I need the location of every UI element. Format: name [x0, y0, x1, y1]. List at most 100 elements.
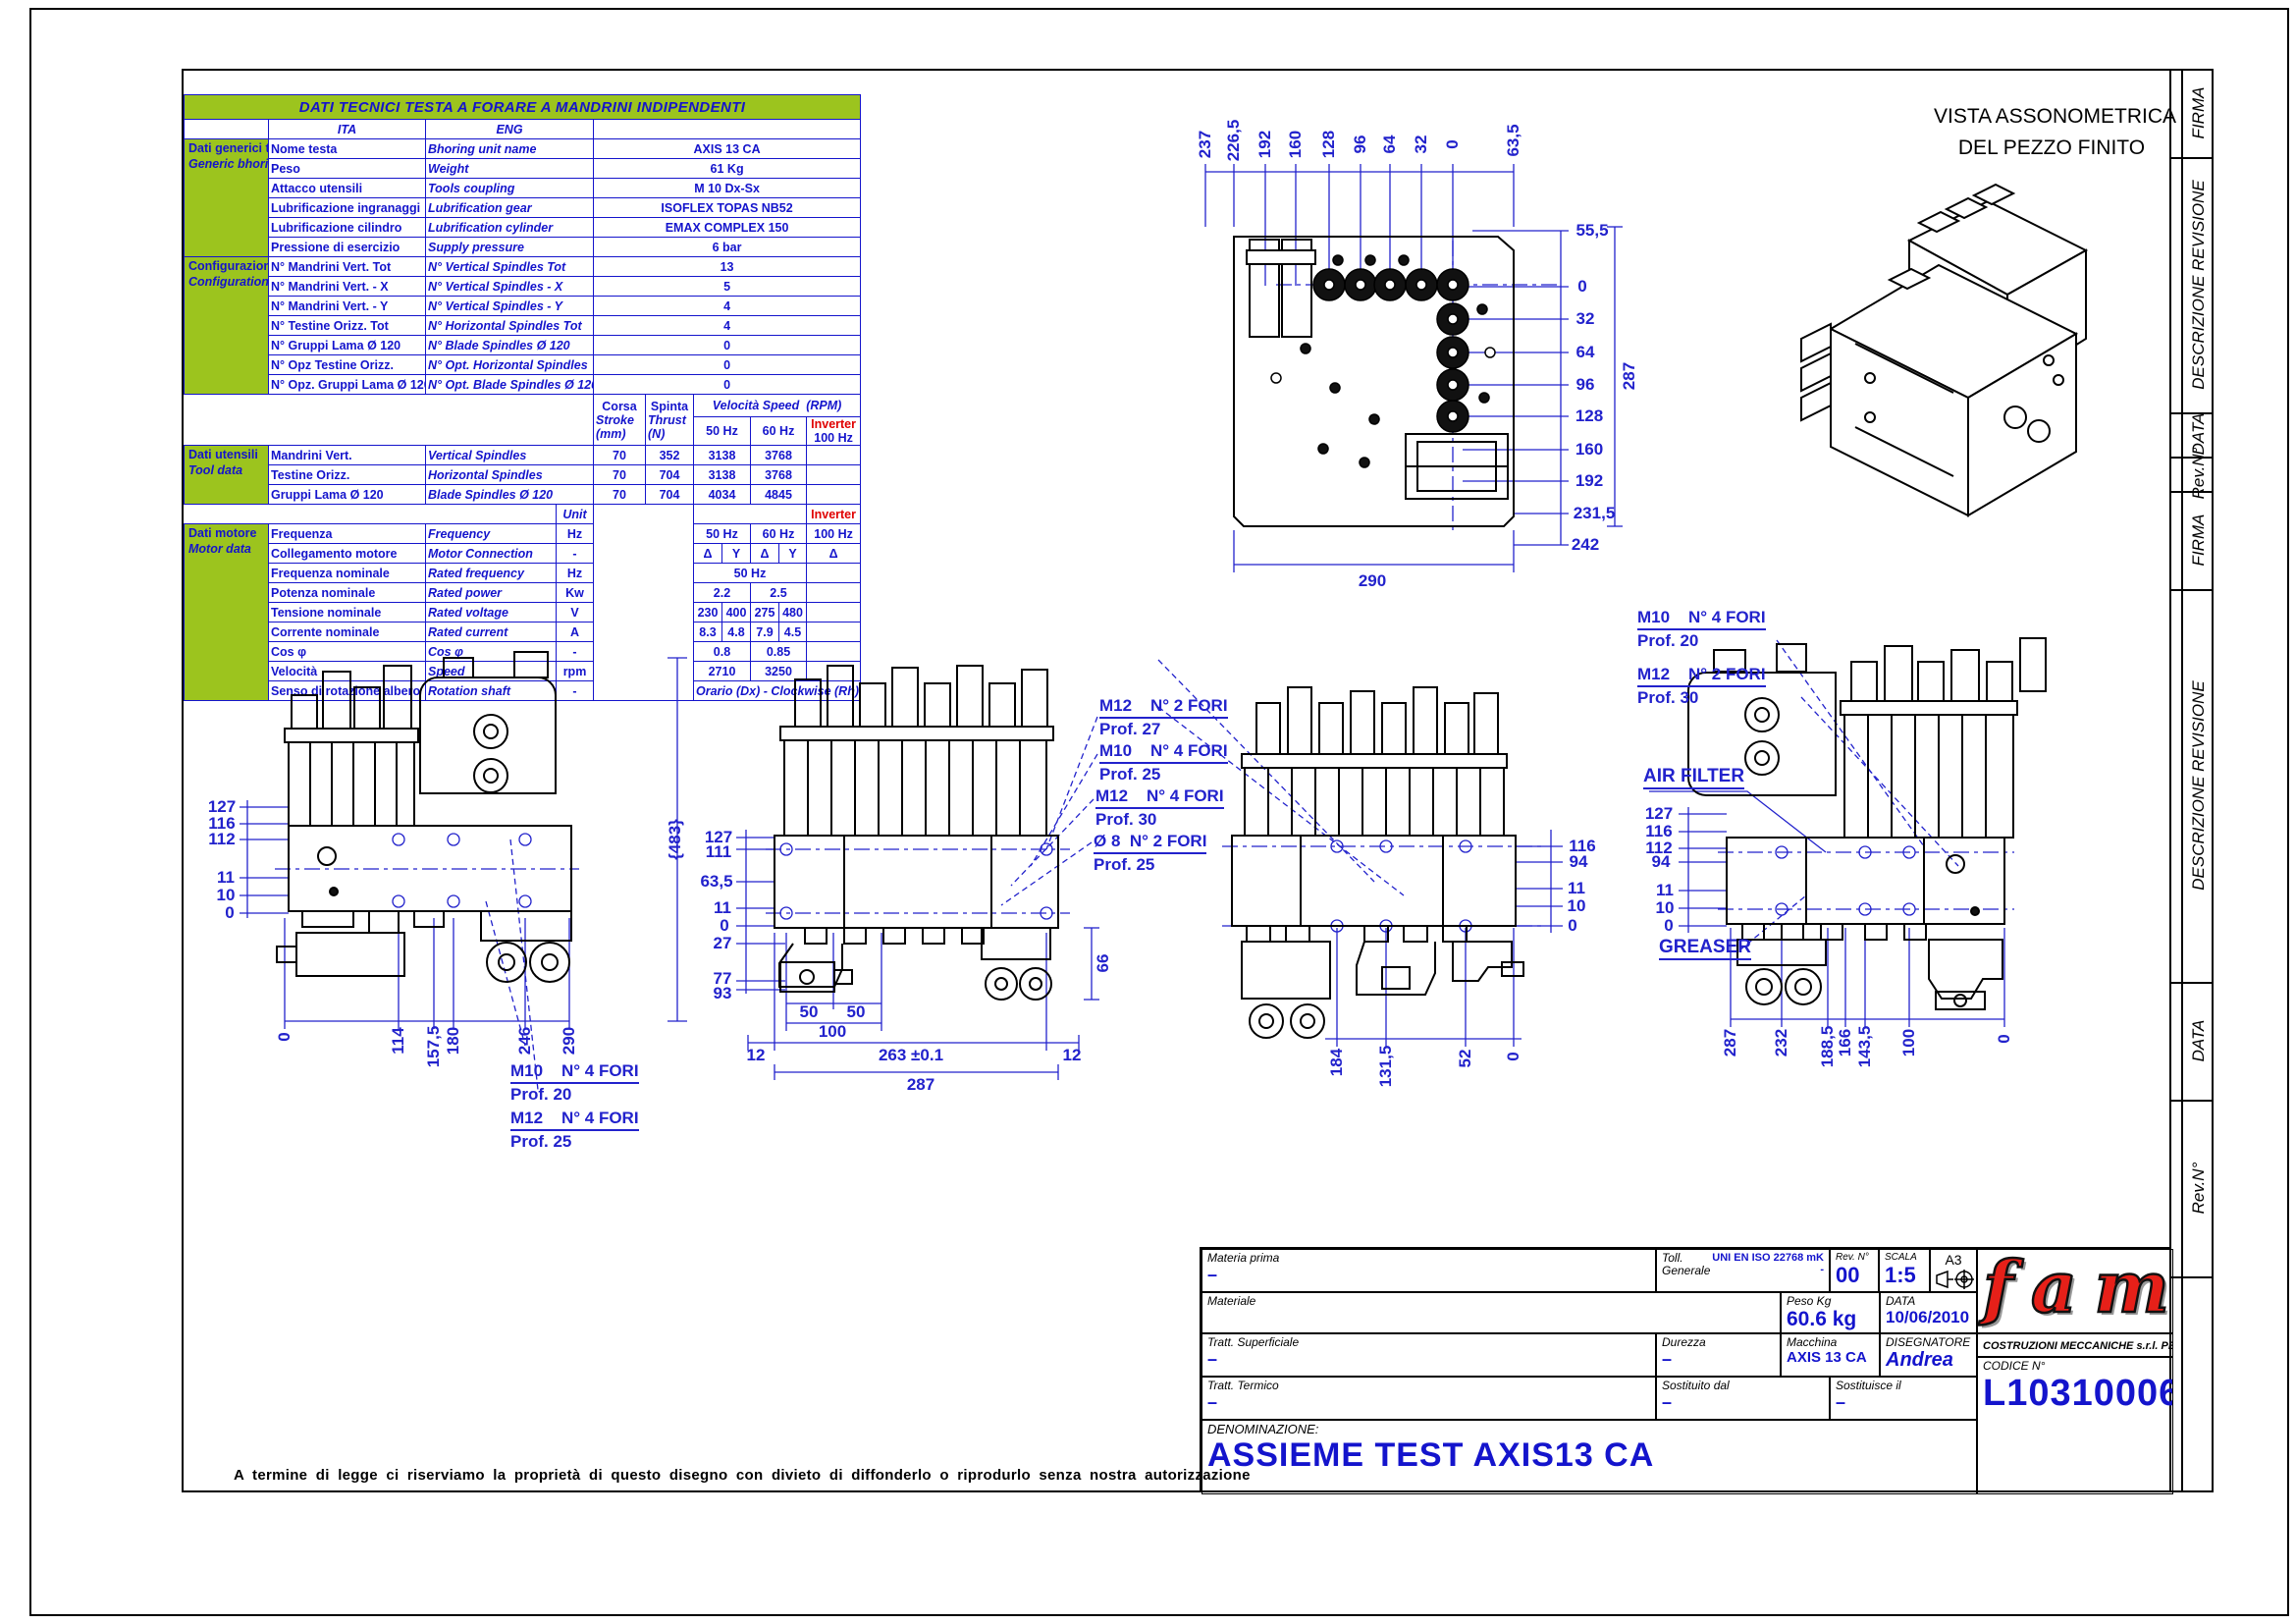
cell-en: Weight [425, 158, 594, 179]
header-inverter: Inverter [805, 504, 862, 524]
materia-prima-cell: Materia prima – [1201, 1249, 1656, 1292]
cell-en: N° Opt. Blade Spindles Ø 120 [425, 374, 594, 395]
cell-unit: - [556, 543, 594, 564]
fam-logo: fam [1982, 1249, 2173, 1328]
cell [185, 395, 594, 446]
cell-it: Mandrini Vert. [268, 445, 426, 465]
rev-descrizione-label: DESCRIZIONE REVISIONE [2189, 680, 2208, 891]
dimension: 63,5 [1504, 124, 1522, 157]
cell-val: 275 [750, 602, 779, 623]
dimension: 232 [1772, 1028, 1790, 1057]
dimension: 246 [515, 1026, 534, 1056]
cell-val: 0 [592, 374, 862, 395]
cell-unit: Hz [556, 523, 594, 544]
dimension: 10 [1567, 896, 1586, 915]
cell-en: Cos φ [425, 641, 557, 662]
cell-val: AXIS 13 CA [592, 138, 862, 159]
cell-unit: Hz [556, 563, 594, 583]
back-view-drawing [1157, 659, 1563, 1047]
rev-firma-label: FIRMA [2189, 86, 2208, 139]
cell-it: Lubrificazione cilindro [268, 217, 426, 238]
cell-it: Lubrificazione ingranaggi [268, 197, 426, 218]
legal-disclaimer: A termine di legge ci riserviamo la prop… [234, 1467, 1251, 1484]
rev-revn-label: Rev.N° [2189, 447, 2208, 500]
dimension: 0 [225, 903, 235, 922]
cell-val: M 10 Dx-Sx [592, 178, 862, 198]
cell-val: 4 [592, 296, 862, 316]
cell-val: 2.2 [693, 582, 751, 603]
cell-val: 480 [778, 602, 807, 623]
scala-cell: SCALA 1:5 [1879, 1249, 1930, 1292]
dimension: 0 [1504, 1052, 1522, 1061]
dimension: 157,5 [424, 1025, 443, 1068]
cell-en: Lubrification cylinder [425, 217, 594, 238]
dimension: 93 [713, 984, 732, 1002]
cell-val: 6 bar [592, 237, 862, 257]
dimension: 290 [560, 1026, 578, 1056]
cell-en: Lubrification gear [425, 197, 594, 218]
cell-it: N° Mandrini Vert. - Y [268, 296, 426, 316]
dimension: 64 [1380, 135, 1399, 154]
cell-en: N° Vertical Spindles - Y [425, 296, 594, 316]
cell-en: N° Vertical Spindles Tot [425, 256, 594, 277]
cell-it: Potenza nominale [268, 582, 426, 603]
cell-it: Pressione di esercizio [268, 237, 426, 257]
dimension: 237 [1196, 130, 1214, 159]
cell-val: 70 [593, 484, 646, 505]
cell [805, 464, 862, 485]
front-view: 127 116 112 11 10 0 0 114 157,5 180 246 … [187, 638, 697, 1159]
cell-val: 50 Hz [693, 523, 751, 544]
dimension: 290 [1358, 571, 1387, 590]
dimension: 112 [208, 830, 236, 848]
logo-cell: fam [1977, 1249, 2173, 1333]
cell-it: Frequenza nominale [268, 563, 426, 583]
cell-val: 400 [721, 602, 751, 623]
cell-val: 3138 [693, 445, 751, 465]
cell-val: 3768 [750, 445, 807, 465]
dimension: 226,5 [1224, 119, 1243, 162]
dimension: 50 [846, 1002, 866, 1021]
cell-val: 70 [593, 464, 646, 485]
cell-val: 3138 [693, 464, 751, 485]
cell-en: Vertical Spindles [425, 445, 594, 465]
cell-val: 8.3 [693, 622, 722, 642]
dimension: 32 [1412, 135, 1430, 154]
dimension: 114 [389, 1027, 407, 1055]
dimension: 184 [1327, 1048, 1346, 1077]
dimension: 11 [714, 898, 731, 917]
cell-val: Y [778, 543, 807, 564]
dimension: 0 [1568, 916, 1577, 935]
cell-val: 4845 [750, 484, 807, 505]
dimension: 50 [799, 1002, 819, 1021]
cell-it: N° Testine Orizz. Tot [268, 315, 426, 336]
dimension: 11 [217, 868, 235, 887]
dimension: 143,5 [1855, 1025, 1874, 1068]
cell-en: Rated frequency [425, 563, 557, 583]
section-config: ConfigurazioneConfiguration [184, 256, 269, 395]
cell-it: Gruppi Lama Ø 120 [268, 484, 426, 505]
dimension: 94 [1651, 852, 1671, 871]
cell-it: Tensione nominale [268, 602, 426, 623]
title-block: Materia prima – Toll.Generale UNI EN ISO… [1200, 1247, 2173, 1494]
dimension: 116 [1645, 822, 1673, 840]
materiale-cell: Materiale [1201, 1292, 1781, 1333]
dimension: 12 [746, 1046, 766, 1064]
cell-en: Horizontal Spindles [425, 464, 594, 485]
cell-val: 5 [592, 276, 862, 297]
projection-symbol-icon [1936, 1270, 1974, 1289]
dimension: 96 [1351, 135, 1369, 154]
rev-descrizione-label: DESCRIZIONE REVISIONE [2189, 180, 2208, 390]
dimension: 0 [275, 1032, 294, 1042]
dimension: 128 [1319, 130, 1338, 159]
cell-en: N° Opt. Horizontal Spindles [425, 354, 594, 375]
cell-unit: - [556, 680, 594, 701]
cell-val: 4034 [693, 484, 751, 505]
cell-en: Motor Connection [425, 543, 557, 564]
drawing-frame [182, 69, 2214, 1492]
front-view-drawing [240, 651, 687, 1091]
cell-val: 2.5 [750, 582, 807, 603]
air-filter-label: AIR FILTER [1643, 766, 1745, 789]
